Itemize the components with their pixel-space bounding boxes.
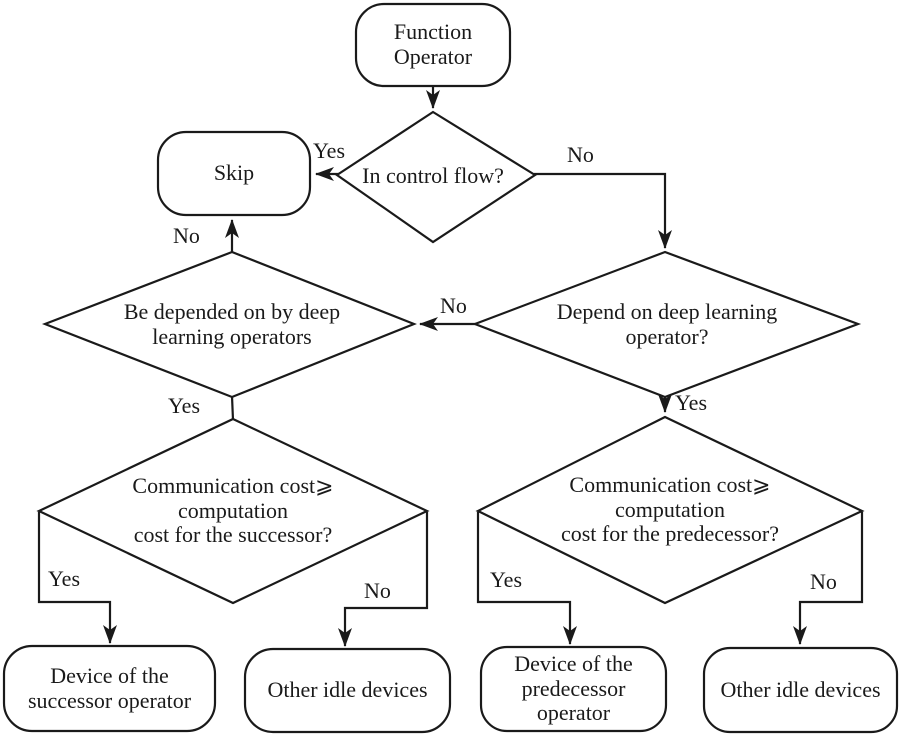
- device-successor-shape: [2, 644, 217, 733]
- edge-label-depend-yes: Yes: [675, 390, 708, 415]
- edge-label-control-no: No: [567, 142, 594, 167]
- edge-successor-no: [338, 512, 429, 647]
- node-other-idle-devices-right: Other idle devices: [720, 676, 881, 702]
- edge-label-depend-no: No: [440, 293, 467, 318]
- edge-predecessor-no: [793, 512, 864, 645]
- edge-successor-yes: [37, 512, 117, 644]
- edge-label-successor-yes: Yes: [48, 566, 81, 591]
- node-comm-cost-successor: Communication cost⩾ computation cost for…: [132, 472, 334, 548]
- edge-label-bedepended-no: No: [173, 223, 200, 248]
- be-depended-diamond: [41, 250, 417, 399]
- node-comm-cost-predecessor: Communication cost⩾ computation cost for…: [560, 471, 780, 547]
- node-function-operator: Function Operator: [393, 19, 473, 69]
- edge-control-no-to-depend: [534, 172, 672, 249]
- device-predecessor-shape: [479, 645, 668, 733]
- function-operator-shape: [354, 2, 512, 88]
- node-depend-on: Depend on deep learning operator?: [556, 299, 778, 349]
- node-device-predecessor: Device of the predecessor operator: [514, 650, 633, 726]
- node-be-depended-on: Be depended on by deep learning operator…: [123, 299, 341, 349]
- edge-bedepended-yes-to-commcost: [230, 395, 235, 421]
- comm-cost-successor-diamond: [36, 417, 430, 605]
- skip-shape: [156, 130, 312, 217]
- node-in-control-flow: In control flow?: [362, 162, 504, 188]
- comm-cost-predecessor-diamond: [475, 415, 865, 605]
- edge-label-predecessor-no: No: [810, 569, 837, 594]
- edge-label-control-yes: Yes: [313, 138, 346, 163]
- other-idle-devices-right-shape: [702, 646, 899, 734]
- node-skip: Skip: [213, 160, 255, 186]
- edge-label-predecessor-yes: Yes: [490, 567, 523, 592]
- other-idle-devices-left-shape: [243, 647, 452, 734]
- node-other-idle-devices-left: Other idle devices: [267, 677, 428, 703]
- in-control-flow-diamond: [335, 110, 538, 244]
- edge-label-bedepended-yes: Yes: [168, 393, 201, 418]
- edge-predecessor-yes: [476, 512, 577, 645]
- depend-on-diamond: [471, 250, 862, 399]
- node-device-successor: Device of the successor operator: [27, 662, 192, 713]
- edge-label-successor-no: No: [364, 578, 391, 603]
